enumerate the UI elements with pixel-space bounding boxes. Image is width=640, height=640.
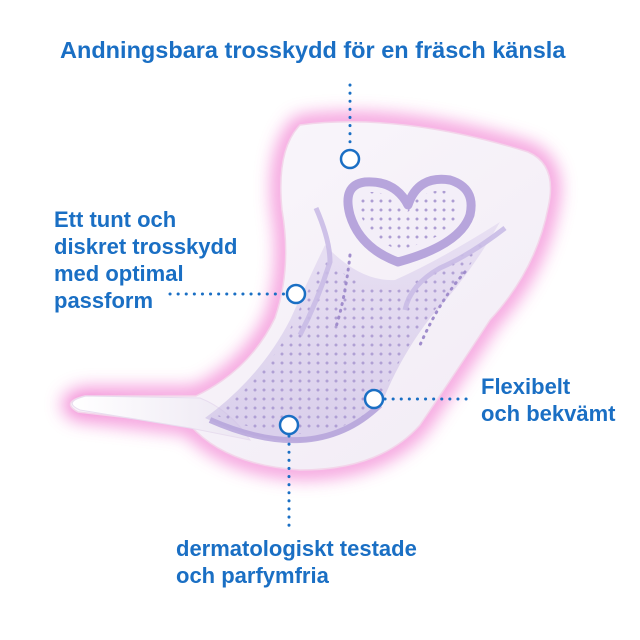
callout-line: dermatologiskt testade — [176, 536, 417, 561]
pad-core-dots — [215, 238, 488, 434]
pad-ribbon-left — [297, 206, 333, 337]
callout-line: passform — [54, 288, 154, 313]
callout-label-flexible: Flexibelt och bekvämt — [481, 373, 616, 427]
callout-line: Andningsbara trosskydd för en fräsch kän… — [60, 37, 566, 63]
callout-marker-circle-top — [339, 148, 361, 170]
callout-marker-circle-left — [285, 283, 307, 305]
callout-label-thin-discreet: Ett tunt och diskret trosskydd med optim… — [54, 206, 237, 314]
pad-ribbon-right — [402, 226, 507, 311]
pad-edge-dots-left — [333, 253, 352, 332]
callout-line: och bekvämt — [481, 401, 616, 426]
callout-label-breathable: Andningsbara trosskydd för en fräsch kän… — [60, 37, 565, 64]
pad-edge-dots-right — [418, 270, 467, 347]
callout-line: med optimal — [54, 261, 184, 286]
pad-ribbon-bottom — [208, 402, 383, 444]
callout-line: diskret trosskydd — [54, 234, 238, 259]
callout-line: Flexibelt — [481, 374, 571, 399]
callout-line: Ett tunt och — [54, 207, 177, 232]
pad-heart-dots — [358, 190, 460, 250]
callout-marker-circle-bottom — [278, 414, 300, 436]
callout-label-dermatological: dermatologiskt testade och parfymfria — [176, 535, 417, 589]
callout-marker-circle-right — [363, 388, 385, 410]
callout-line: och parfymfria — [176, 563, 329, 588]
